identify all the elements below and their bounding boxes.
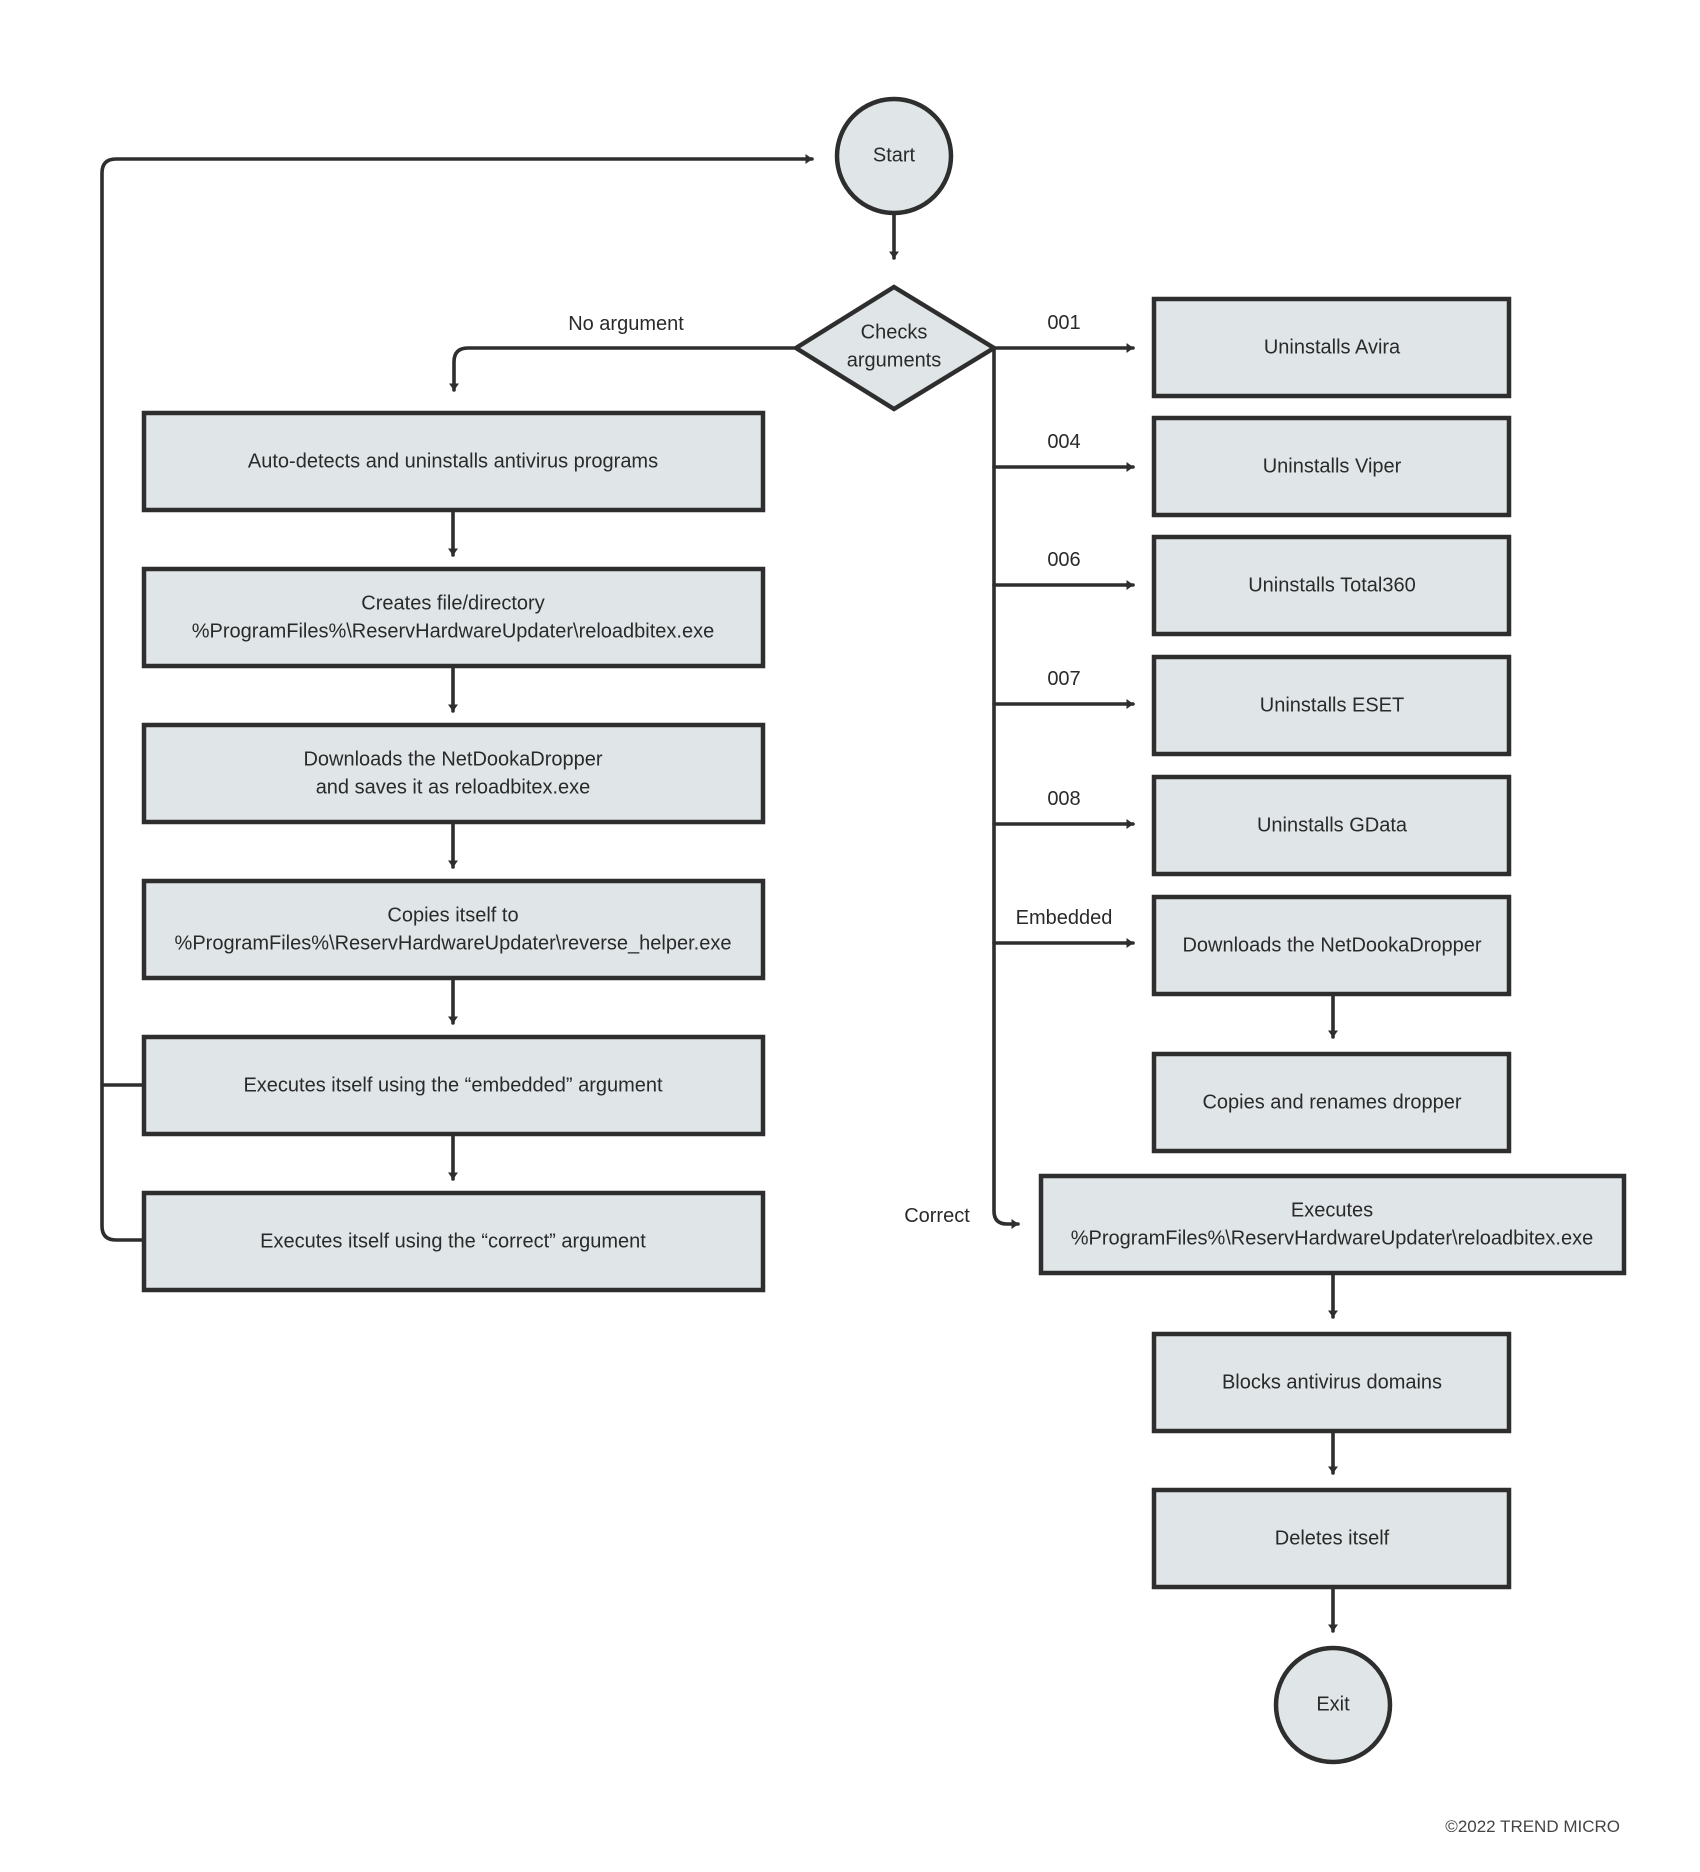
downloads-left-line2: and saves it as reloadbitex.exe bbox=[316, 776, 591, 798]
label-no-argument: No argument bbox=[568, 313, 684, 335]
exit-node: Exit bbox=[1273, 1645, 1393, 1765]
copies-renames-box: Copies and renames dropper bbox=[1151, 1051, 1512, 1154]
creates-file-line1: Creates file/directory bbox=[361, 592, 544, 614]
checks-arguments-decision: Checks arguments bbox=[791, 284, 999, 412]
label-correct: Correct bbox=[904, 1205, 970, 1227]
copies-itself-line1: Copies itself to bbox=[387, 904, 518, 926]
label-006: 006 bbox=[1047, 549, 1080, 571]
copyright-notice: ©2022 TREND MICRO bbox=[1445, 1817, 1620, 1836]
executes-reload-line2: %ProgramFiles%\ReservHardwareUpdater\rel… bbox=[1071, 1227, 1593, 1249]
downloads-right-label: Downloads the NetDookaDropper bbox=[1182, 934, 1481, 956]
copies-itself-line2: %ProgramFiles%\ReservHardwareUpdater\rev… bbox=[175, 932, 732, 954]
uninstalls-total360-box: Uninstalls Total360 bbox=[1151, 534, 1512, 637]
downloads-left-line1: Downloads the NetDookaDropper bbox=[303, 748, 602, 770]
deletes-itself-box: Deletes itself bbox=[1151, 1487, 1512, 1590]
edge-no-argument bbox=[449, 346, 796, 392]
eset-label: Uninstalls ESET bbox=[1260, 694, 1405, 716]
label-001: 001 bbox=[1047, 312, 1080, 334]
exec-correct-box: Executes itself using the “correct” argu… bbox=[141, 1190, 766, 1293]
avira-label: Uninstalls Avira bbox=[1264, 336, 1401, 358]
gdata-label: Uninstalls GData bbox=[1257, 814, 1408, 836]
uninstalls-eset-box: Uninstalls ESET bbox=[1151, 654, 1512, 757]
blocks-domains-label: Blocks antivirus domains bbox=[1222, 1371, 1442, 1393]
label-008: 008 bbox=[1047, 788, 1080, 810]
uninstalls-viper-box: Uninstalls Viper bbox=[1151, 415, 1512, 518]
label-004: 004 bbox=[1047, 431, 1080, 453]
label-embedded: Embedded bbox=[1016, 907, 1113, 929]
exec-embedded-label: Executes itself using the “embedded” arg… bbox=[243, 1074, 663, 1096]
auto-detects-box: Auto-detects and uninstalls antivirus pr… bbox=[141, 410, 766, 513]
copies-itself-box: Copies itself to %ProgramFiles%\ReservHa… bbox=[141, 878, 766, 981]
edge-loop-back bbox=[100, 154, 814, 1242]
downloads-left-box: Downloads the NetDookaDropper and saves … bbox=[141, 722, 766, 825]
exec-correct-label: Executes itself using the “correct” argu… bbox=[260, 1230, 646, 1252]
downloads-right-box: Downloads the NetDookaDropper bbox=[1151, 894, 1512, 997]
copies-renames-label: Copies and renames dropper bbox=[1202, 1091, 1461, 1113]
deletes-itself-label: Deletes itself bbox=[1275, 1527, 1390, 1549]
checks-label-line1: Checks bbox=[861, 321, 928, 343]
checks-label-line2: arguments bbox=[847, 349, 942, 371]
label-007: 007 bbox=[1047, 668, 1080, 690]
start-node: Start bbox=[834, 96, 954, 216]
total360-label: Uninstalls Total360 bbox=[1248, 574, 1416, 596]
edge-trunk bbox=[992, 346, 1020, 1229]
viper-label: Uninstalls Viper bbox=[1263, 455, 1402, 477]
start-label: Start bbox=[873, 144, 916, 166]
blocks-domains-box: Blocks antivirus domains bbox=[1151, 1331, 1512, 1434]
executes-reload-line1: Executes bbox=[1291, 1199, 1373, 1221]
uninstalls-avira-box: Uninstalls Avira bbox=[1151, 296, 1512, 399]
creates-file-box: Creates file/directory %ProgramFiles%\Re… bbox=[141, 566, 766, 669]
exec-embedded-box: Executes itself using the “embedded” arg… bbox=[141, 1034, 766, 1137]
uninstalls-gdata-box: Uninstalls GData bbox=[1151, 774, 1512, 877]
auto-detects-label: Auto-detects and uninstalls antivirus pr… bbox=[248, 450, 658, 472]
executes-reload-box: Executes %ProgramFiles%\ReservHardwareUp… bbox=[1038, 1173, 1627, 1276]
exit-label: Exit bbox=[1316, 1693, 1350, 1715]
creates-file-line2: %ProgramFiles%\ReservHardwareUpdater\rel… bbox=[192, 620, 714, 642]
